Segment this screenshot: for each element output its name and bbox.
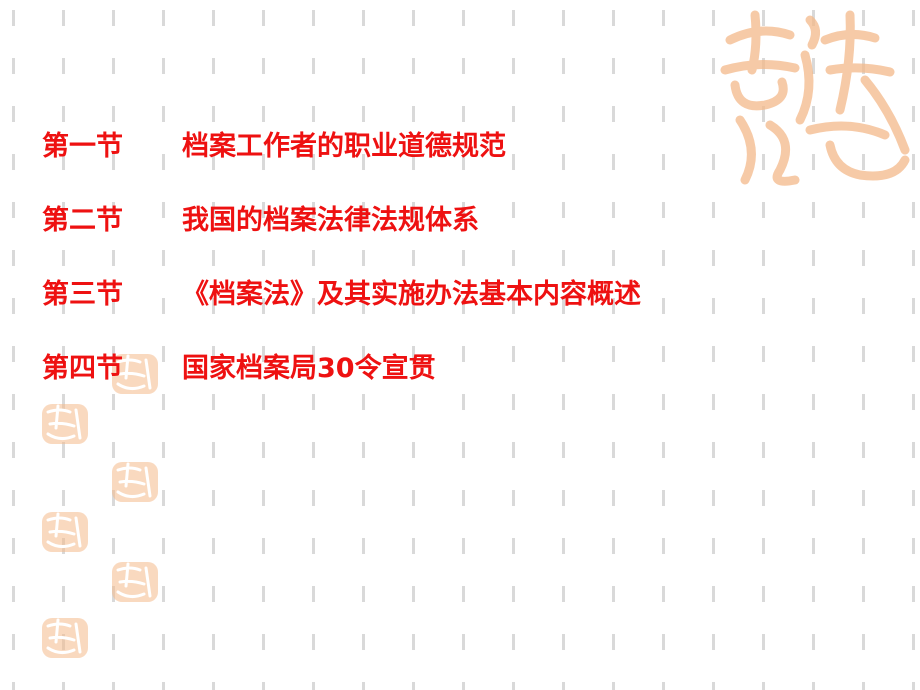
section-item: 第一节 档案工作者的职业道德规范: [42, 122, 742, 164]
auspicious-calligraphy-seal: [720, 10, 910, 186]
section-list: 第一节 档案工作者的职业道德规范 第二节 我国的档案法律法规体系 第三节 《档案…: [42, 122, 742, 418]
section-number: 第二节: [42, 204, 123, 236]
section-title: 档案工作者的职业道德规范: [182, 130, 506, 162]
seal-stamp-icon: [42, 404, 88, 444]
seal-stamp-icon: [42, 512, 88, 552]
section-title: 《档案法》及其实施办法基本内容概述: [182, 278, 641, 310]
section-title: 我国的档案法律法规体系: [182, 204, 479, 236]
section-item: 第四节 国家档案局30令宣贯: [42, 344, 742, 386]
seal-stamp-icon: [42, 618, 88, 658]
section-number: 第三节: [42, 278, 123, 310]
section-number: 第四节: [42, 352, 123, 384]
section-item: 第三节 《档案法》及其实施办法基本内容概述: [42, 270, 742, 312]
seal-stamp-icon: [112, 354, 158, 394]
section-title: 国家档案局30令宣贯: [182, 352, 436, 384]
seal-stamp-icon: [112, 562, 158, 602]
section-item: 第二节 我国的档案法律法规体系: [42, 196, 742, 238]
seal-stamp-icon: [112, 462, 158, 502]
section-number: 第一节: [42, 130, 123, 162]
